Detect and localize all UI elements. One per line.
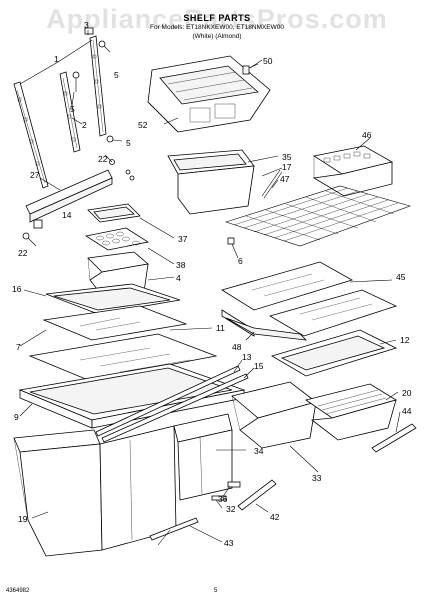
callout-15: 15 [254, 361, 264, 371]
callout-35: 35 [282, 152, 292, 162]
callout-17: 17 [282, 162, 292, 172]
callout-2: 2 [82, 120, 87, 130]
part-7-glass-shelf[interactable] [42, 305, 188, 341]
callout-36: 36 [218, 494, 228, 504]
callout-4: 4 [176, 273, 181, 283]
part-1-shelf-ladder-left[interactable] [13, 81, 49, 189]
color-line: (White) (Almond) [192, 33, 242, 40]
callout-46: 46 [362, 130, 372, 140]
callout-42: 42 [270, 512, 280, 522]
page-number: 5 [214, 588, 218, 594]
callout-33: 33 [312, 473, 322, 483]
part-5-screw-low[interactable] [106, 135, 123, 143]
model-line: For Models: ET18NKXEW00, ET18NMXEW00 [149, 24, 284, 31]
callout-5-top: 5 [114, 70, 119, 80]
leader-lines [19, 30, 401, 543]
part-15-trim-strip[interactable] [101, 373, 249, 443]
part-22-fastener-upper[interactable] [109, 159, 135, 181]
part-19-crisper-pan[interactable] [13, 425, 177, 557]
callout-48: 48 [232, 342, 242, 352]
callout-11: 11 [216, 323, 225, 333]
part-37-tray[interactable] [87, 203, 141, 223]
callout-47: 47 [280, 174, 290, 184]
part-32-slide[interactable] [211, 495, 227, 501]
part-17-wire-rod[interactable] [261, 169, 283, 199]
callout-13: 13 [242, 352, 252, 362]
part-27-shelf-rail[interactable] [25, 169, 113, 223]
callout-45: 45 [396, 272, 406, 282]
part-50-screw[interactable] [242, 63, 259, 75]
callout-37: 37 [178, 234, 188, 244]
callout-20: 20 [402, 388, 412, 398]
part-1-shelf-ladder-right[interactable] [89, 35, 107, 137]
callout-7: 7 [16, 342, 21, 352]
part-22-fastener-lower[interactable] [22, 232, 37, 247]
callout-12: 12 [400, 335, 410, 345]
part-47-wire-shelf[interactable] [225, 185, 411, 247]
part-5-screw-top[interactable] [98, 40, 111, 53]
callout-52: 52 [138, 120, 148, 130]
callout-34: 34 [254, 446, 264, 456]
callout-14: 14 [62, 210, 72, 220]
part-5-screw-mid[interactable] [72, 71, 80, 92]
callout-27: 27 [30, 170, 40, 180]
part-46-ice-bin[interactable] [312, 145, 394, 197]
callout-22-bottom: 22 [18, 248, 28, 258]
callout-43: 43 [224, 538, 234, 548]
callout-32: 32 [226, 504, 236, 514]
callout-3: 3 [84, 20, 89, 30]
part-14-rail-end[interactable] [33, 219, 43, 229]
part-12-drawer-cover[interactable] [271, 329, 398, 377]
callout-38: 38 [176, 260, 186, 270]
callout-19: 19 [18, 514, 28, 524]
callout-22-top: 22 [98, 154, 108, 164]
callout-labels: 1 3 5 5 5 2 50 52 22 27 35 17 47 46 14 2… [12, 20, 412, 548]
callout-44: 44 [402, 406, 412, 416]
callout-9: 9 [14, 412, 19, 422]
part-52-upper-basket[interactable] [147, 55, 271, 133]
part-48-shelf-frame[interactable] [225, 317, 308, 341]
part-42-cover-strip[interactable] [237, 479, 277, 511]
callout-16: 16 [12, 284, 22, 294]
part-35-deli-drawer[interactable] [167, 149, 255, 215]
diagram-title: SHELF PARTS [183, 13, 251, 23]
part-2-ladder-rail[interactable] [59, 71, 81, 153]
part-34-crisper-pan[interactable] [173, 413, 233, 501]
part-43-cover-strip[interactable] [149, 517, 199, 546]
part-38-egg-tray[interactable] [84, 227, 150, 251]
document-number: 4364982 [6, 588, 30, 594]
callout-1: 1 [54, 54, 59, 64]
part-6-clip[interactable] [227, 237, 235, 245]
callout-5-mid: 5 [70, 104, 75, 114]
part-44-cover-strip[interactable] [371, 423, 417, 453]
part-3-bracket[interactable] [84, 27, 94, 35]
part-20-drawer[interactable] [305, 383, 397, 441]
callout-5-low: 5 [126, 138, 131, 148]
callout-50: 50 [263, 56, 273, 66]
callout-6: 6 [238, 256, 243, 266]
part-36-hinge[interactable] [227, 481, 241, 488]
part-16-shelf-frame-top[interactable] [45, 283, 181, 315]
part-45-glass-shelf[interactable] [221, 261, 398, 337]
part-13-trim-strip[interactable] [95, 365, 241, 437]
part-11-large-glass-shelf[interactable] [28, 333, 218, 381]
part-33-meat-drawer[interactable] [231, 381, 317, 449]
